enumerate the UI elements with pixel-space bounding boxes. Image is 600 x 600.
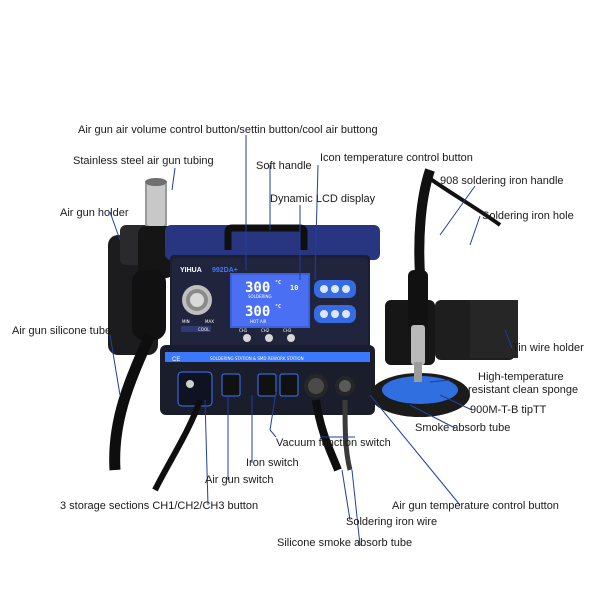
iron-switch[interactable] bbox=[257, 373, 277, 397]
callout-lines bbox=[109, 135, 513, 546]
label-air-switch: Air gun switch bbox=[205, 474, 274, 486]
label-gun-temp: Air gun temperature control button bbox=[392, 500, 559, 512]
label-tin-holder: Tin wire holder bbox=[512, 342, 584, 354]
cool-air-button[interactable] bbox=[181, 326, 211, 332]
front-banner: SOLDERING STATION & SMD REWORK STATION bbox=[210, 356, 304, 361]
knob-min-label: MIN bbox=[182, 319, 190, 324]
lcd-hotair-label: HOT AIR bbox=[250, 319, 267, 324]
lcd-soldering-unit: °C bbox=[275, 280, 281, 286]
label-iron-handle: 908 soldering iron handle bbox=[440, 175, 564, 187]
label-tubing: Stainless steel air gun tubing bbox=[73, 155, 214, 167]
label-icon-temp: Icon temperature control button bbox=[320, 152, 473, 164]
vacuum-switch[interactable] bbox=[279, 373, 299, 397]
clean-sponge bbox=[382, 376, 458, 404]
iron-socket bbox=[304, 374, 328, 398]
label-vacuum: Vacuum function switch bbox=[276, 437, 391, 449]
label-air-volume: Air gun air volume control button/settin… bbox=[78, 124, 378, 136]
label-iron-switch: Iron switch bbox=[246, 457, 299, 469]
ch2-label: CH2 bbox=[261, 328, 270, 333]
label-smoke-tube: Smoke absorb tube bbox=[415, 422, 511, 434]
ch1-label: CH1 bbox=[239, 328, 248, 333]
smoke-socket bbox=[335, 376, 355, 396]
air-gun-socket bbox=[177, 371, 213, 407]
cool-label: COOL bbox=[198, 327, 210, 332]
brand-label: YIHUA bbox=[180, 267, 202, 274]
soldering-iron-908[interactable] bbox=[408, 168, 435, 382]
label-tip: 900M-T-B tipTT bbox=[470, 404, 547, 416]
label-silicone-tube: Air gun silicone tube bbox=[12, 325, 112, 337]
label-storage: 3 storage sections CH1/CH2/CH3 button bbox=[60, 500, 259, 512]
lcd-soldering-side: 10 bbox=[290, 284, 298, 292]
air-gun bbox=[132, 178, 174, 340]
ch-buttons[interactable] bbox=[243, 334, 295, 342]
lcd-display bbox=[230, 273, 310, 328]
ce-mark: CE bbox=[172, 357, 180, 363]
lcd-soldering-label: SOLDERING bbox=[248, 294, 272, 299]
soft-handle[interactable] bbox=[224, 224, 308, 250]
label-silicone-smoke: Silicone smoke absorb tube bbox=[277, 537, 413, 549]
knob-max-label: MAX bbox=[205, 319, 214, 324]
soldering-iron-wire bbox=[312, 399, 342, 472]
label-iron-wire: Soldering iron wire bbox=[346, 516, 438, 528]
label-gun-holder: Air gun holder bbox=[60, 207, 129, 219]
iron-temp-buttons[interactable] bbox=[314, 280, 356, 298]
ch3-label: CH3 bbox=[283, 328, 292, 333]
air-gun-switch[interactable] bbox=[221, 373, 241, 397]
label-lcd: Dynamic LCD display bbox=[270, 193, 376, 205]
model-label: 992DA+ bbox=[212, 267, 238, 274]
label-sponge-line2: resistant clean sponge bbox=[468, 384, 579, 396]
air-gun-temp-buttons[interactable] bbox=[314, 305, 356, 323]
label-soft-handle: Soft handle bbox=[256, 160, 312, 172]
air-volume-knob[interactable] bbox=[182, 285, 212, 315]
lcd-hotair-unit: °C bbox=[275, 304, 281, 310]
label-iron-hole: Soldering iron hole bbox=[482, 210, 574, 222]
air-gun-silicone-tube bbox=[109, 332, 156, 471]
label-sponge-line1: High-temperature bbox=[478, 371, 564, 383]
silicone-smoke-absorb-tube bbox=[342, 399, 353, 471]
lcd-soldering-value: 300 bbox=[245, 280, 270, 296]
iron-holder bbox=[370, 300, 518, 417]
lcd-hotair-value: 300 bbox=[245, 304, 270, 320]
